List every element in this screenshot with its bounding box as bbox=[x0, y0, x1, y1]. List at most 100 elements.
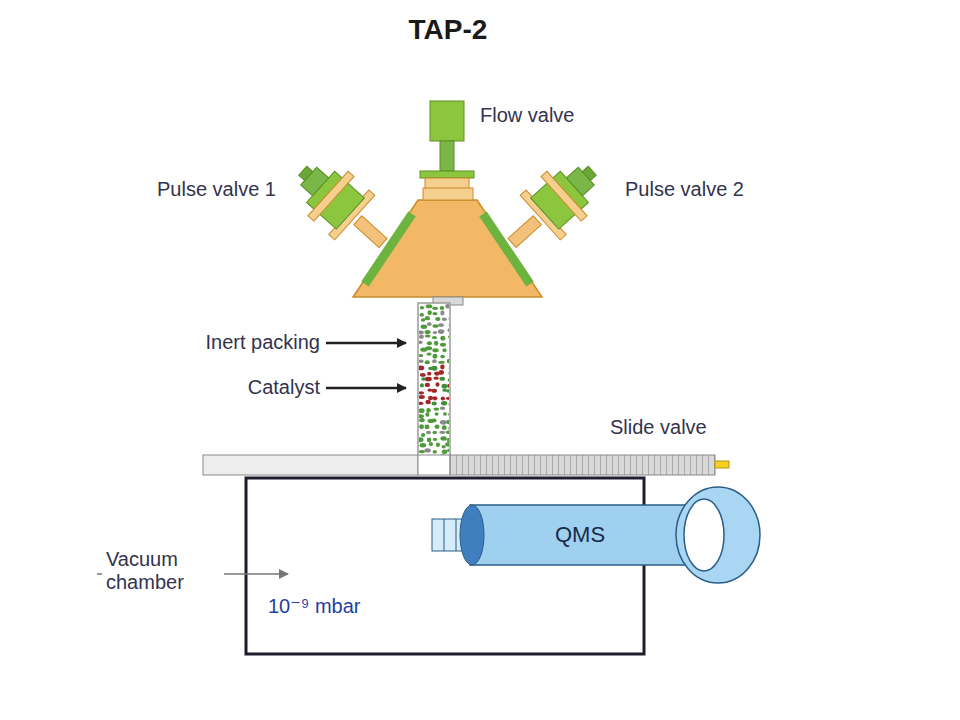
part-label: Slide valve bbox=[610, 416, 707, 439]
illustration-part bbox=[426, 408, 431, 413]
illustration-part bbox=[433, 450, 437, 454]
illustration-part bbox=[432, 366, 438, 371]
illustration-part bbox=[446, 430, 449, 434]
valve-body bbox=[430, 101, 464, 141]
illustration-part bbox=[440, 436, 446, 440]
illustration-part bbox=[421, 318, 425, 321]
qms-body: QMS bbox=[530, 515, 630, 555]
part-label: Pulse valve 2 bbox=[625, 178, 744, 201]
illustration-part bbox=[443, 412, 447, 415]
part-label: Catalyst bbox=[248, 376, 320, 399]
illustration-part bbox=[427, 341, 432, 345]
slide-valve-plate bbox=[450, 455, 715, 475]
illustration-part bbox=[425, 383, 430, 387]
illustration-part bbox=[425, 316, 430, 320]
illustration-part bbox=[419, 365, 424, 370]
illustration-part bbox=[442, 348, 446, 352]
illustration-part bbox=[419, 359, 424, 363]
illustration-part bbox=[446, 389, 449, 393]
reactor-tube bbox=[418, 303, 450, 458]
illustration-part bbox=[442, 318, 447, 322]
illustration-part bbox=[428, 396, 433, 400]
illustration-part bbox=[427, 388, 432, 391]
illustration-part bbox=[419, 402, 424, 405]
illustration-part bbox=[426, 304, 433, 308]
illustration-part bbox=[433, 396, 438, 400]
illustration-part bbox=[447, 438, 449, 443]
illustration-part bbox=[432, 336, 437, 339]
illustration-part bbox=[447, 359, 449, 363]
illustration-part bbox=[425, 425, 430, 430]
illustration-part bbox=[448, 371, 449, 375]
illustration-part bbox=[440, 365, 444, 370]
illustration-part bbox=[445, 304, 449, 309]
illustration-part bbox=[419, 437, 424, 442]
qms-end bbox=[460, 505, 484, 565]
illustration-part bbox=[435, 382, 439, 387]
pulse-valve-1 bbox=[283, 148, 403, 265]
illustration-part bbox=[432, 307, 438, 310]
illustration-part bbox=[448, 378, 449, 381]
illustration-part bbox=[419, 424, 424, 429]
part-label: Inert packing bbox=[205, 331, 320, 354]
illustration-part bbox=[419, 418, 425, 422]
illustration-part bbox=[448, 335, 449, 338]
qms-nozzle-ring bbox=[444, 519, 445, 551]
packing-particles bbox=[419, 304, 449, 457]
illustration-part bbox=[449, 341, 450, 345]
illustration-part bbox=[433, 438, 437, 441]
illustration-part bbox=[442, 445, 446, 448]
qms-flange-bore bbox=[684, 499, 724, 571]
slide-valve-opening bbox=[418, 455, 450, 475]
illustration-part bbox=[448, 412, 449, 416]
node-text: 10⁻⁹ mbar bbox=[268, 594, 644, 618]
illustration-part bbox=[448, 426, 449, 430]
illustration-part bbox=[440, 336, 445, 341]
part-label: Vacuum chamber bbox=[106, 548, 218, 594]
illustration-part bbox=[433, 407, 439, 410]
flow-valve bbox=[420, 101, 474, 190]
illustration-part bbox=[426, 431, 431, 435]
illustration-part bbox=[446, 397, 449, 400]
illustration-part bbox=[442, 384, 448, 389]
illustration-part bbox=[432, 324, 438, 328]
illustration-part bbox=[425, 346, 432, 350]
illustration-part bbox=[433, 331, 438, 334]
part-label: Flow valve bbox=[480, 104, 574, 127]
illustration-part bbox=[432, 359, 437, 363]
illustration-part bbox=[425, 400, 430, 404]
part-label: Pulse valve 1 bbox=[157, 178, 276, 201]
illustration-part bbox=[427, 322, 432, 326]
illustration-part bbox=[448, 328, 449, 332]
illustration-part bbox=[440, 343, 446, 347]
illustration-part bbox=[440, 420, 447, 425]
node-text: QMS bbox=[555, 522, 605, 548]
illustration-part bbox=[426, 352, 431, 355]
illustration-part bbox=[431, 389, 436, 393]
illustration-part bbox=[424, 448, 430, 452]
illustration-part bbox=[420, 443, 427, 447]
illustration-part bbox=[419, 408, 425, 413]
valve-stem bbox=[440, 141, 454, 171]
illustration-part bbox=[420, 306, 424, 309]
illustration-part bbox=[440, 306, 444, 310]
qms-flange bbox=[676, 487, 760, 583]
qms-nozzle-ring bbox=[456, 519, 457, 551]
illustration-part bbox=[438, 323, 444, 327]
illustration-part bbox=[425, 330, 431, 334]
illustration-part bbox=[439, 370, 444, 375]
illustration-part bbox=[442, 449, 448, 454]
illustration-part bbox=[421, 433, 425, 437]
illustration-part bbox=[419, 450, 425, 453]
illustration-part bbox=[419, 354, 423, 357]
illustration-part bbox=[442, 425, 447, 430]
diagram-title: TAP-2 bbox=[409, 14, 488, 46]
leader-tick bbox=[97, 573, 102, 575]
illustration-part bbox=[447, 384, 449, 388]
leader-arrow bbox=[224, 573, 288, 575]
illustration-part bbox=[434, 341, 438, 346]
illustration-part bbox=[419, 395, 425, 399]
illustration-part bbox=[425, 412, 429, 416]
illustration-part bbox=[419, 414, 424, 418]
illustration-part bbox=[425, 334, 431, 337]
